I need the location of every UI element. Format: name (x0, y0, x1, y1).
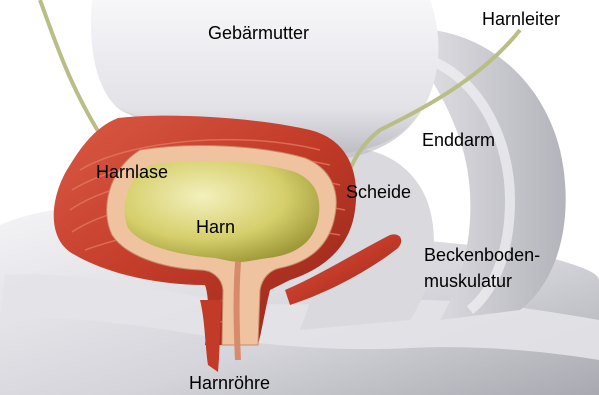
label-ureter: Harnleiter (482, 9, 560, 29)
label-pelvic-floor-line1: Beckenboden- (424, 245, 540, 265)
label-pelvic-floor-line2: muskulatur (424, 271, 512, 291)
label-urine: Harn (196, 217, 235, 237)
label-rectum: Enddarm (422, 130, 495, 150)
urethra (237, 262, 239, 360)
label-uterus: Gebärmutter (208, 23, 309, 43)
label-urethra: Harnröhre (189, 373, 270, 393)
label-vagina: Scheide (346, 182, 411, 202)
label-bladder: Harnlase (96, 162, 168, 182)
